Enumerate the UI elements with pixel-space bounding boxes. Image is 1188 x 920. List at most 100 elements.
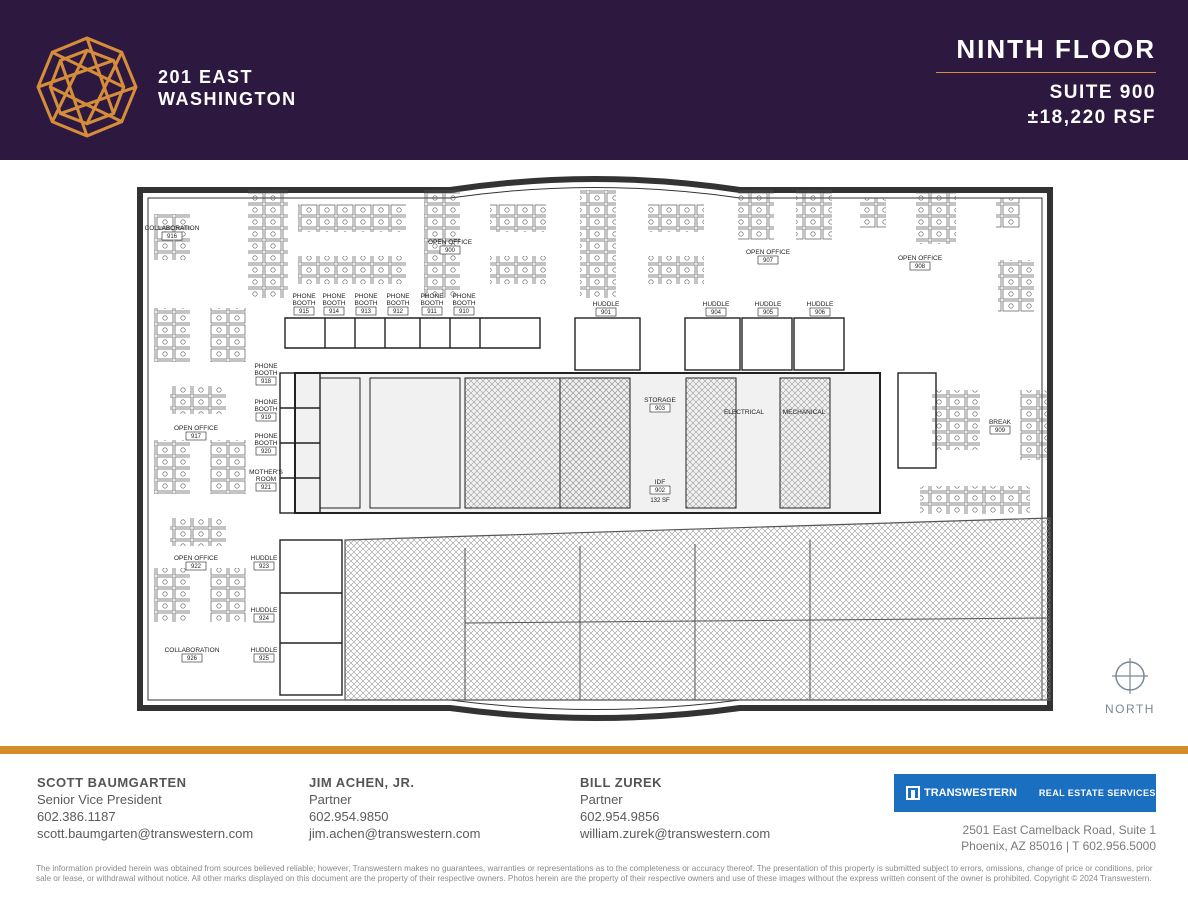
- room-name: PHONE: [254, 363, 278, 370]
- room-name: BOOTH: [420, 300, 443, 307]
- room-name: OPEN OFFICE: [174, 425, 219, 432]
- room-name: OPEN OFFICE: [428, 239, 473, 246]
- building-logo-icon: [36, 36, 138, 138]
- room-number: 913: [361, 309, 372, 315]
- building-name: 201 EAST WASHINGTON: [158, 67, 297, 109]
- contact-email[interactable]: scott.baumgarten@transwestern.com: [37, 826, 254, 841]
- room-name: PHONE: [322, 293, 346, 300]
- room-number: 905: [763, 310, 774, 316]
- room-name: HUDDLE: [755, 301, 782, 308]
- room-label: OPEN OFFICE 917: [174, 425, 219, 441]
- room-label: OPEN OFFICE 908: [898, 255, 943, 271]
- accent-bar: [0, 746, 1188, 754]
- brand-name: TRANSWESTERN: [924, 787, 1017, 799]
- room-label: COLLABORATION 926: [165, 647, 220, 663]
- room-name: HUDDLE: [251, 555, 278, 562]
- workstation-clusters: [154, 190, 1048, 622]
- room-number: 904: [711, 310, 722, 316]
- room-name: OPEN OFFICE: [898, 255, 943, 262]
- room-name: PHONE: [452, 293, 476, 300]
- room-number: 906: [815, 310, 826, 316]
- brand-tagline: REAL ESTATE SERVICES: [1038, 788, 1156, 798]
- room-name: PHONE: [254, 399, 278, 406]
- room-number: 922: [191, 564, 202, 570]
- room-name: HUDDLE: [593, 301, 620, 308]
- room-number: 918: [261, 379, 272, 385]
- legal-disclaimer: The information provided herein was obta…: [36, 864, 1153, 883]
- contact-email[interactable]: william.zurek@transwestern.com: [580, 826, 771, 841]
- room-number: 926: [187, 656, 198, 662]
- contact-phone[interactable]: 602.386.1187: [37, 809, 116, 824]
- room-number: 921: [261, 485, 272, 491]
- room-name: HUDDLE: [807, 301, 834, 308]
- room-number: 910: [459, 309, 470, 315]
- contact-name: JIM ACHEN, JR.: [309, 775, 415, 790]
- room-name: HUDDLE: [251, 607, 278, 614]
- room-name: BOOTH: [254, 440, 277, 447]
- suite-info: SUITE 900 ±18,220 RSF: [1028, 80, 1156, 130]
- title-divider: [936, 72, 1156, 73]
- address-line-2: Phoenix, AZ 85016 | T 602.956.5000: [961, 839, 1156, 853]
- room-number: 920: [261, 449, 272, 455]
- room-area: 132 SF: [650, 498, 670, 504]
- room-number: 915: [299, 309, 310, 315]
- room-name: PHONE: [292, 293, 316, 300]
- room-name: BOOTH: [254, 406, 277, 413]
- office-address: 2501 East Camelback Road, Suite 1 Phoeni…: [961, 822, 1156, 854]
- room-number: 916: [167, 234, 178, 240]
- room-number: 911: [427, 309, 437, 315]
- contact-title: Senior Vice President: [37, 792, 162, 807]
- room-label: OPEN OFFICE 922: [174, 555, 219, 571]
- room-number: 923: [259, 564, 270, 570]
- room-number: 909: [995, 428, 1006, 434]
- contact-name: BILL ZUREK: [580, 775, 663, 790]
- contact-card-2: JIM ACHEN, JR. Partner 602.954.9850 jim.…: [309, 774, 480, 842]
- room-label: HUDDLE 923: [251, 555, 278, 571]
- room-number: 917: [191, 434, 202, 440]
- contact-name: SCOTT BAUMGARTEN: [37, 775, 187, 790]
- contact-phone[interactable]: 602.954.9856: [580, 809, 660, 824]
- room-label: HUDDLE 901: [593, 301, 620, 317]
- room-label: COLLABORATION 916: [145, 225, 200, 241]
- room-name: COLLABORATION: [145, 225, 200, 232]
- contact-email[interactable]: jim.achen@transwestern.com: [309, 826, 481, 841]
- room-number: 908: [915, 264, 926, 270]
- room-name: IDF: [655, 479, 666, 486]
- building-core: [294, 372, 881, 514]
- room-name: MOTHER'S: [249, 469, 283, 476]
- transwestern-logo[interactable]: TRANSWESTERN REAL ESTATE SERVICES: [894, 774, 1156, 812]
- room-name: BOOTH: [452, 300, 475, 307]
- room-name: ELECTRICAL: [724, 409, 764, 416]
- room-name: OPEN OFFICE: [174, 555, 219, 562]
- address-line-1: 2501 East Camelback Road, Suite 1: [962, 823, 1156, 837]
- room-name: BOOTH: [292, 300, 315, 307]
- room-name: HUDDLE: [251, 647, 278, 654]
- room-label: HUDDLE 904: [703, 301, 730, 317]
- contact-card-1: SCOTT BAUMGARTEN Senior Vice President 6…: [37, 774, 253, 842]
- room-name: BOOTH: [354, 300, 377, 307]
- room-name: HUDDLE: [703, 301, 730, 308]
- room-number: 912: [393, 309, 404, 315]
- room-number: 901: [601, 310, 612, 316]
- room-name: BREAK: [989, 419, 1012, 426]
- room-name: STORAGE: [644, 397, 676, 404]
- suite-number: SUITE 900: [1049, 82, 1156, 103]
- room-name: ROOM: [256, 476, 276, 483]
- room-number: 914: [329, 309, 340, 315]
- room-label: HUDDLE 905: [755, 301, 782, 317]
- floor-title: NINTH FLOOR: [956, 34, 1156, 64]
- room-name: COLLABORATION: [165, 647, 220, 654]
- contact-phone[interactable]: 602.954.9850: [309, 809, 389, 824]
